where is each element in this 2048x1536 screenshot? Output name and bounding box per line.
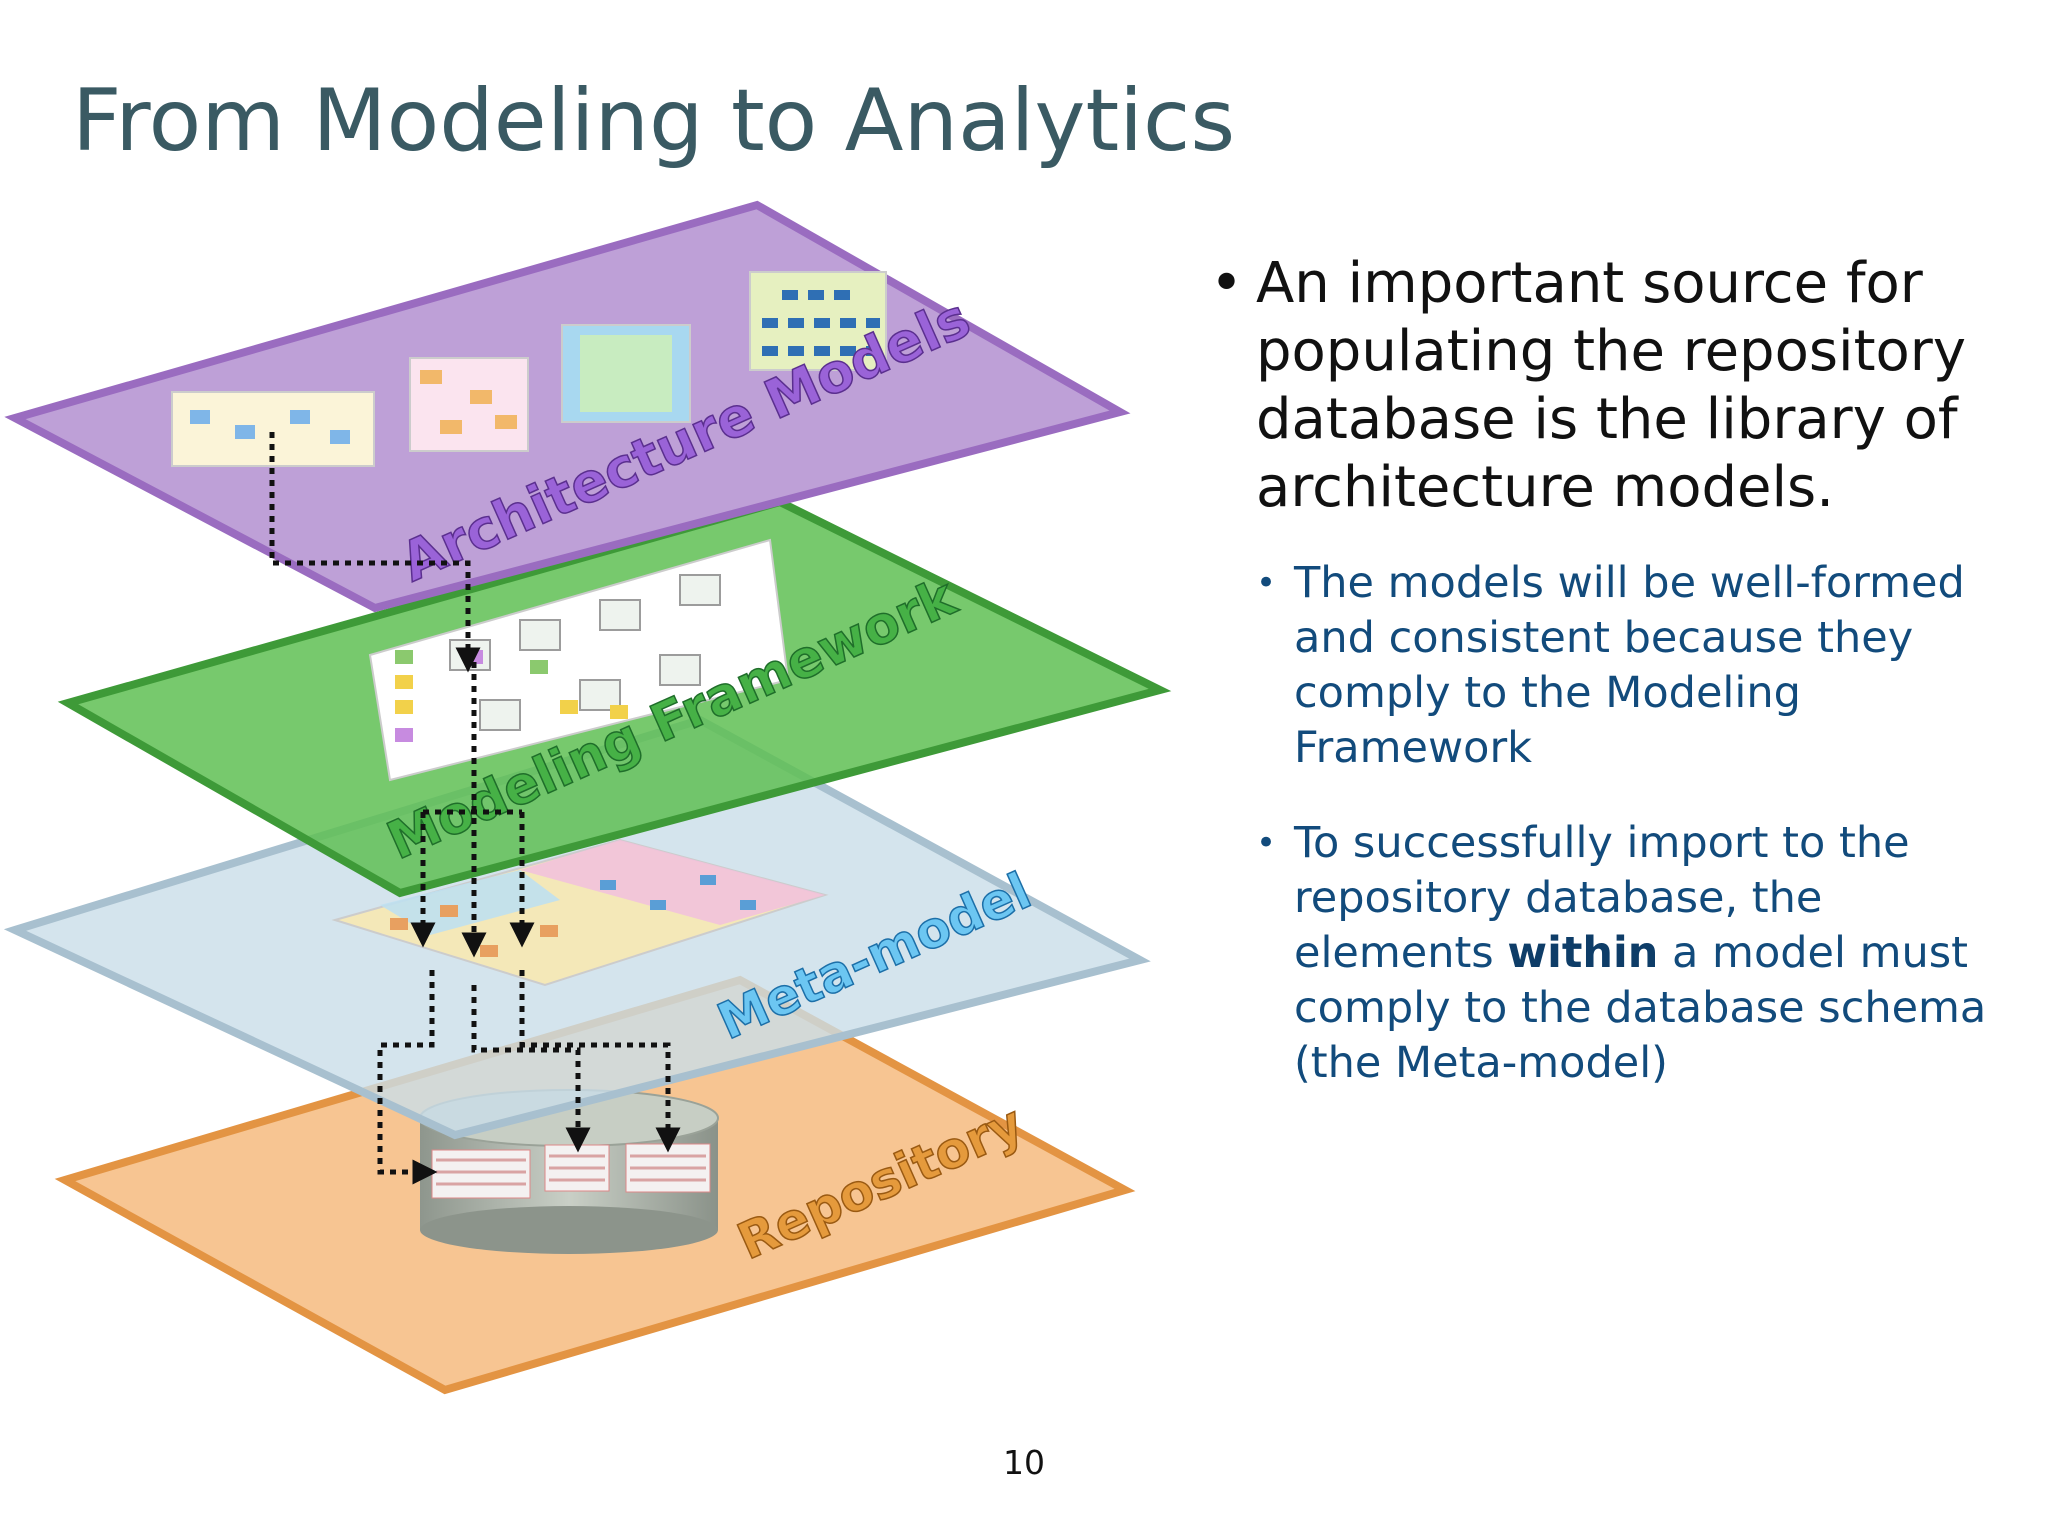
sub-bullet-1: • The models will be well-formed and con… xyxy=(1256,556,2010,776)
main-bullet: • An important source for populating the… xyxy=(1210,250,2010,522)
sub-bullet-2-text-after: a model must comply to the database sche… xyxy=(1294,928,1987,1088)
meta-model-layer: Meta-model xyxy=(3,715,1151,1140)
arrow-architecture-to-framework xyxy=(269,432,481,673)
mapping-arrows xyxy=(269,432,681,1185)
bullet-dot: • xyxy=(1256,823,1277,863)
sub-bullet-2: • To successfully import to the reposito… xyxy=(1256,816,2010,1091)
sub-bullet-1-text: The models will be well-formed and consi… xyxy=(1294,558,1965,773)
bullet-list: • An important source for populating the… xyxy=(1210,250,2010,1131)
arrow-metamodel-to-db-table-1 xyxy=(377,970,438,1185)
arrow-metamodel-to-db-table-3 xyxy=(519,970,681,1153)
bullet-dot: • xyxy=(1256,563,1277,603)
sub-bullet-list: • The models will be well-formed and con… xyxy=(1210,556,2010,1091)
page-number: 10 xyxy=(1003,1443,1045,1482)
architecture-models-layer: Architecture Models xyxy=(4,200,1131,613)
sub-bullet-2-emphasis: within xyxy=(1507,928,1659,978)
modeling-framework-layer: Modeling Framework xyxy=(57,497,1172,898)
architecture-thumbnail-1 xyxy=(171,391,375,467)
main-bullet-text: An important source for populating the r… xyxy=(1256,251,1966,520)
slide-title: From Modeling to Analytics xyxy=(72,71,1236,171)
bullet-dot: • xyxy=(1210,251,1244,316)
sub-bullet-2-text-before: To successfully import to the repository… xyxy=(1294,818,1910,978)
db-table-1 xyxy=(431,1149,531,1199)
